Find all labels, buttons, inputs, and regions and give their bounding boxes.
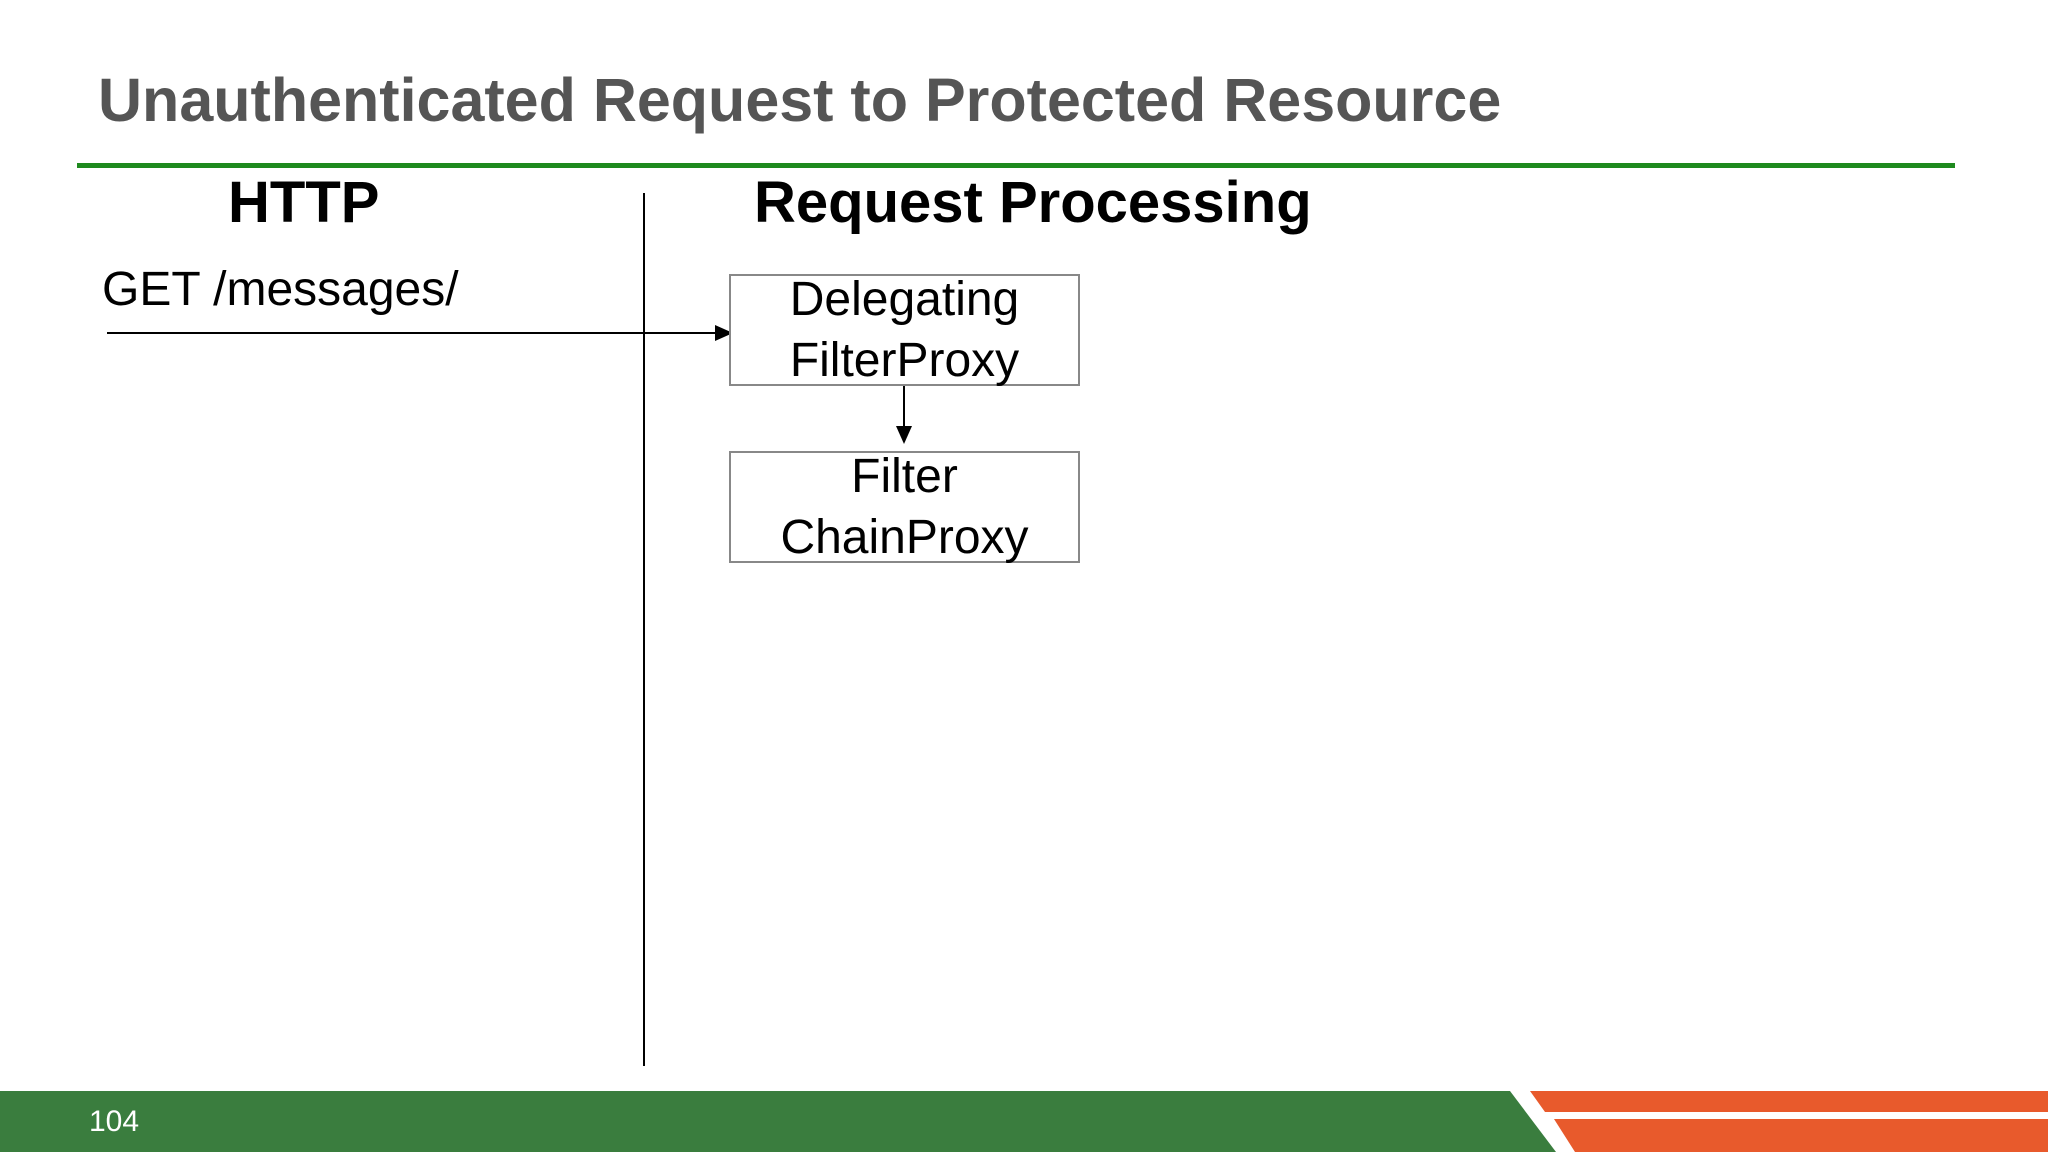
swimlane-divider	[643, 193, 645, 1066]
http-request-label: GET /messages/	[102, 263, 459, 316]
slide-title: Unauthenticated Request to Protected Res…	[98, 66, 1502, 134]
delegating-to-chain-arrow	[896, 386, 912, 444]
slide-number: 104	[89, 1105, 140, 1138]
node-label-line: Filter	[851, 450, 958, 503]
column-heading-http: HTTP	[228, 170, 380, 235]
node-label-line: FilterProxy	[789, 334, 1020, 387]
node-label-line: Delegating	[789, 273, 1020, 326]
node-label-line: ChainProxy	[780, 511, 1029, 564]
column-heading-request-processing: Request Processing	[754, 170, 1312, 235]
delegating-filter-proxy-box: Delegating FilterProxy	[729, 273, 1080, 387]
request-arrow	[107, 325, 733, 341]
filter-chain-proxy-box: Filter ChainProxy	[729, 450, 1080, 564]
title-divider	[77, 163, 1955, 168]
